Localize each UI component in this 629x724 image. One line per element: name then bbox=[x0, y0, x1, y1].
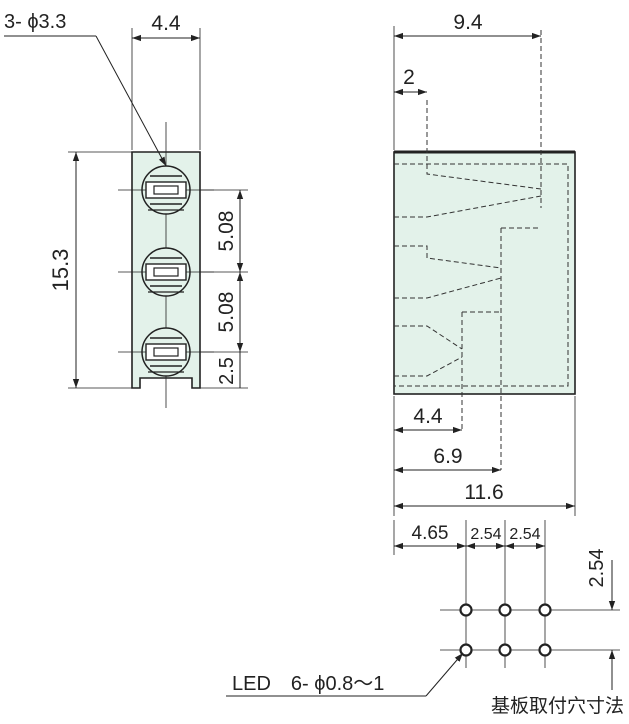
side-dim-3-label: 11.6 bbox=[464, 481, 503, 504]
pcb-pitch-x1-label: 2.54 bbox=[470, 526, 501, 543]
front-hole-spec-label: 3- ϕ3.3 bbox=[4, 11, 66, 33]
pcb-hole bbox=[538, 643, 552, 657]
pcb-hole bbox=[459, 603, 473, 617]
side-dim-1-label: 4.4 bbox=[413, 405, 443, 428]
side-view: 9.4 2 4.4 6.9 11.6 bbox=[393, 11, 576, 516]
led-hole-1 bbox=[118, 165, 214, 215]
pcb-hole-spec-label: LED 6- ϕ0.8～1 bbox=[232, 673, 384, 695]
side-body bbox=[393, 151, 576, 395]
front-width-label: 4.4 bbox=[151, 12, 181, 35]
front-bottom-label: 2.5 bbox=[216, 357, 238, 385]
side-dim-2-label: 6.9 bbox=[433, 445, 462, 468]
pcb-hole bbox=[538, 603, 552, 617]
pcb-hole bbox=[459, 643, 473, 657]
pcb-title: 基板取付穴寸法 bbox=[491, 695, 624, 717]
side-width-top-label: 9.4 bbox=[453, 11, 483, 34]
pcb-hole bbox=[498, 643, 512, 657]
front-pitch-2-label: 5.08 bbox=[215, 292, 238, 333]
pcb-hole bbox=[498, 603, 512, 617]
pcb-pitch-y-label: 2.54 bbox=[586, 549, 608, 588]
pcb-layout: 4.65 2.54 2.54 2.54 LED 6- ϕ0.8～1 基板取付穴寸… bbox=[226, 520, 624, 717]
front-height-label: 15.3 bbox=[48, 249, 73, 292]
led-hole-3 bbox=[118, 327, 214, 377]
pcb-offset-label: 4.65 bbox=[412, 523, 449, 544]
front-pitch-1-label: 5.08 bbox=[215, 211, 238, 252]
led-hole-2 bbox=[118, 247, 214, 297]
side-offset-top-label: 2 bbox=[403, 66, 415, 89]
pcb-pitch-x2-label: 2.54 bbox=[509, 526, 540, 543]
front-view: 4.4 3- ϕ3.3 15.3 5.08 5.08 2.5 bbox=[4, 11, 248, 408]
